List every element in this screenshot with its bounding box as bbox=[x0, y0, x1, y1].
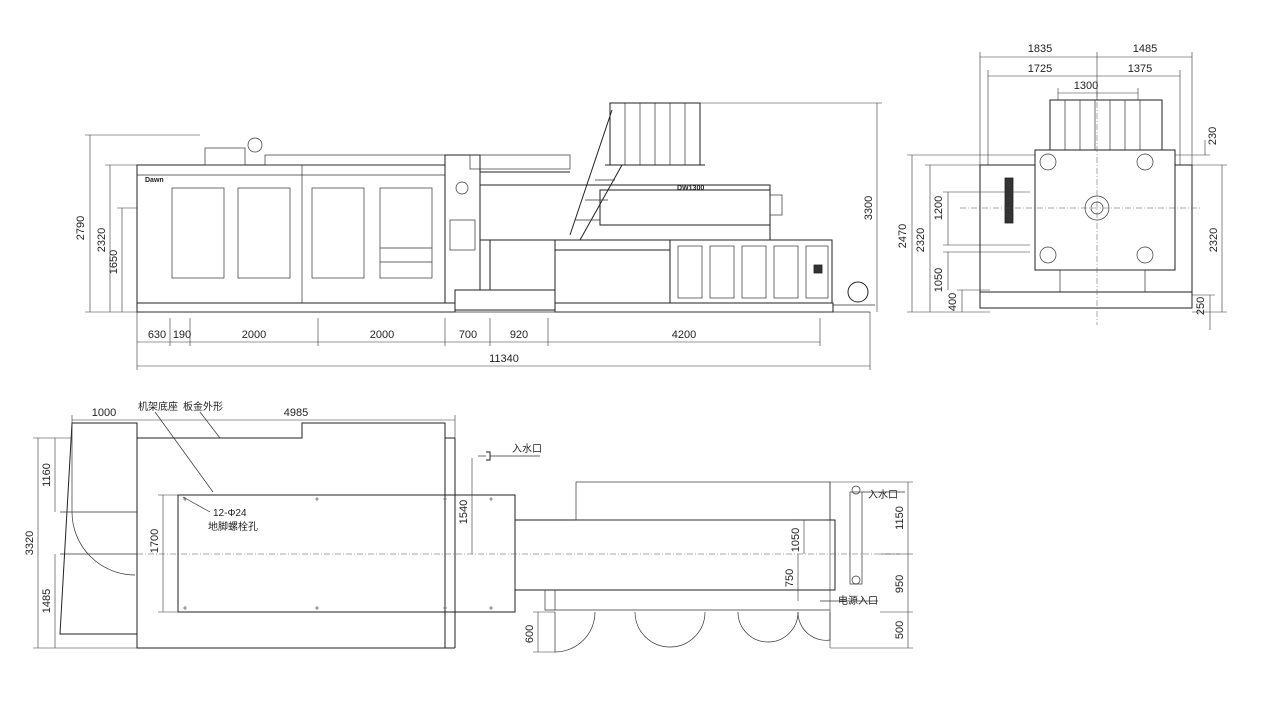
water-inlet-icon bbox=[486, 451, 491, 461]
dim-11340: 11340 bbox=[489, 353, 519, 365]
dim-1485-plan: 1485 bbox=[41, 589, 53, 613]
label-sheet-metal: 板金外形 bbox=[183, 400, 223, 413]
door-swing bbox=[554, 611, 596, 653]
label-machine-base: 机架底座 bbox=[138, 400, 178, 413]
dim-1150: 1150 bbox=[894, 506, 906, 530]
dim-250: 250 bbox=[1195, 297, 1207, 315]
platen-face bbox=[1034, 149, 1176, 271]
dim-1835: 1835 bbox=[1028, 43, 1052, 55]
dim-2790: 2790 bbox=[75, 216, 87, 240]
door-panel bbox=[237, 187, 291, 279]
side-view: Dawn DW1300 bbox=[75, 102, 882, 370]
dim-230: 230 bbox=[1207, 127, 1219, 145]
dim-700: 700 bbox=[459, 329, 477, 341]
door-panel bbox=[311, 187, 365, 279]
dim-2320: 2320 bbox=[96, 228, 108, 252]
dim-1375: 1375 bbox=[1128, 63, 1152, 75]
dim-2470: 2470 bbox=[897, 224, 909, 248]
end-top-dims: 1835 1485 1725 1375 1300 bbox=[979, 43, 1193, 165]
dim-190: 190 bbox=[173, 329, 191, 341]
dim-2000-b: 2000 bbox=[370, 329, 394, 341]
label-water-inlet-1: 入水口 bbox=[512, 443, 542, 455]
dim-4200: 4200 bbox=[672, 329, 696, 341]
dim-4985: 4985 bbox=[284, 407, 308, 419]
dim-1540: 1540 bbox=[458, 500, 470, 524]
door-swing bbox=[634, 611, 706, 648]
dim-3320: 3320 bbox=[24, 531, 36, 555]
label-water-inlet-2: 入水口 bbox=[868, 489, 898, 501]
end-left-dims: 2470 2320 1200 1050 400 bbox=[897, 154, 1035, 313]
side-horizontal-dims: 630 190 2000 2000 700 920 4200 11340 bbox=[136, 312, 871, 370]
dim-1700: 1700 bbox=[149, 529, 161, 553]
dim-2320-left: 2320 bbox=[915, 228, 927, 252]
brand-label: Dawn bbox=[145, 177, 164, 184]
dim-2320-right: 2320 bbox=[1208, 228, 1220, 252]
door-swing bbox=[797, 611, 831, 641]
dim-1650: 1650 bbox=[108, 250, 120, 274]
dim-1050-end: 1050 bbox=[933, 268, 945, 292]
label-bolt-hole: 地脚螺栓孔 bbox=[208, 520, 258, 533]
dim-1050-plan: 1050 bbox=[790, 528, 802, 552]
clamp-housing bbox=[136, 164, 446, 304]
label-bolt-spec: 12-Φ24 bbox=[213, 508, 247, 519]
label-power-inlet: 电源入口 bbox=[838, 594, 878, 607]
dim-500: 500 bbox=[894, 621, 906, 639]
hopper-guard bbox=[1049, 99, 1163, 153]
dim-1300: 1300 bbox=[1074, 80, 1098, 92]
dim-600: 600 bbox=[524, 625, 536, 643]
end-right-dims: 230 2320 250 bbox=[1175, 127, 1227, 330]
dim-750: 750 bbox=[784, 569, 796, 587]
plan-dims: 1000 4985 3320 1160 1485 1700 1540 1050 … bbox=[24, 407, 913, 653]
end-view: 1835 1485 1725 1375 1300 2470 2320 1200 … bbox=[897, 43, 1227, 330]
dim-1000: 1000 bbox=[92, 407, 116, 419]
dim-400: 400 bbox=[947, 293, 959, 311]
dim-2000-a: 2000 bbox=[242, 329, 266, 341]
dim-1725: 1725 bbox=[1028, 63, 1052, 75]
door-panel bbox=[379, 187, 433, 279]
dim-630: 630 bbox=[148, 329, 166, 341]
plan-view: 入水口 入水口 电源入口 机架底座 板金外形 12-Φ24 地脚螺栓孔 1000… bbox=[24, 400, 913, 653]
dim-920: 920 bbox=[510, 329, 528, 341]
dim-1485: 1485 bbox=[1133, 43, 1157, 55]
sheet-metal-outline bbox=[59, 422, 446, 649]
model-label: DW1300 bbox=[677, 185, 704, 192]
injection-base bbox=[554, 249, 671, 306]
oil-tank bbox=[847, 281, 869, 303]
dim-1160: 1160 bbox=[41, 463, 53, 487]
side-vertical-dims: 2790 2320 1650 3300 bbox=[75, 102, 882, 313]
dim-3300: 3300 bbox=[863, 196, 875, 220]
door-panel bbox=[171, 187, 225, 279]
dim-950: 950 bbox=[894, 575, 906, 593]
door-swing bbox=[737, 611, 799, 643]
dim-1200: 1200 bbox=[933, 196, 945, 220]
